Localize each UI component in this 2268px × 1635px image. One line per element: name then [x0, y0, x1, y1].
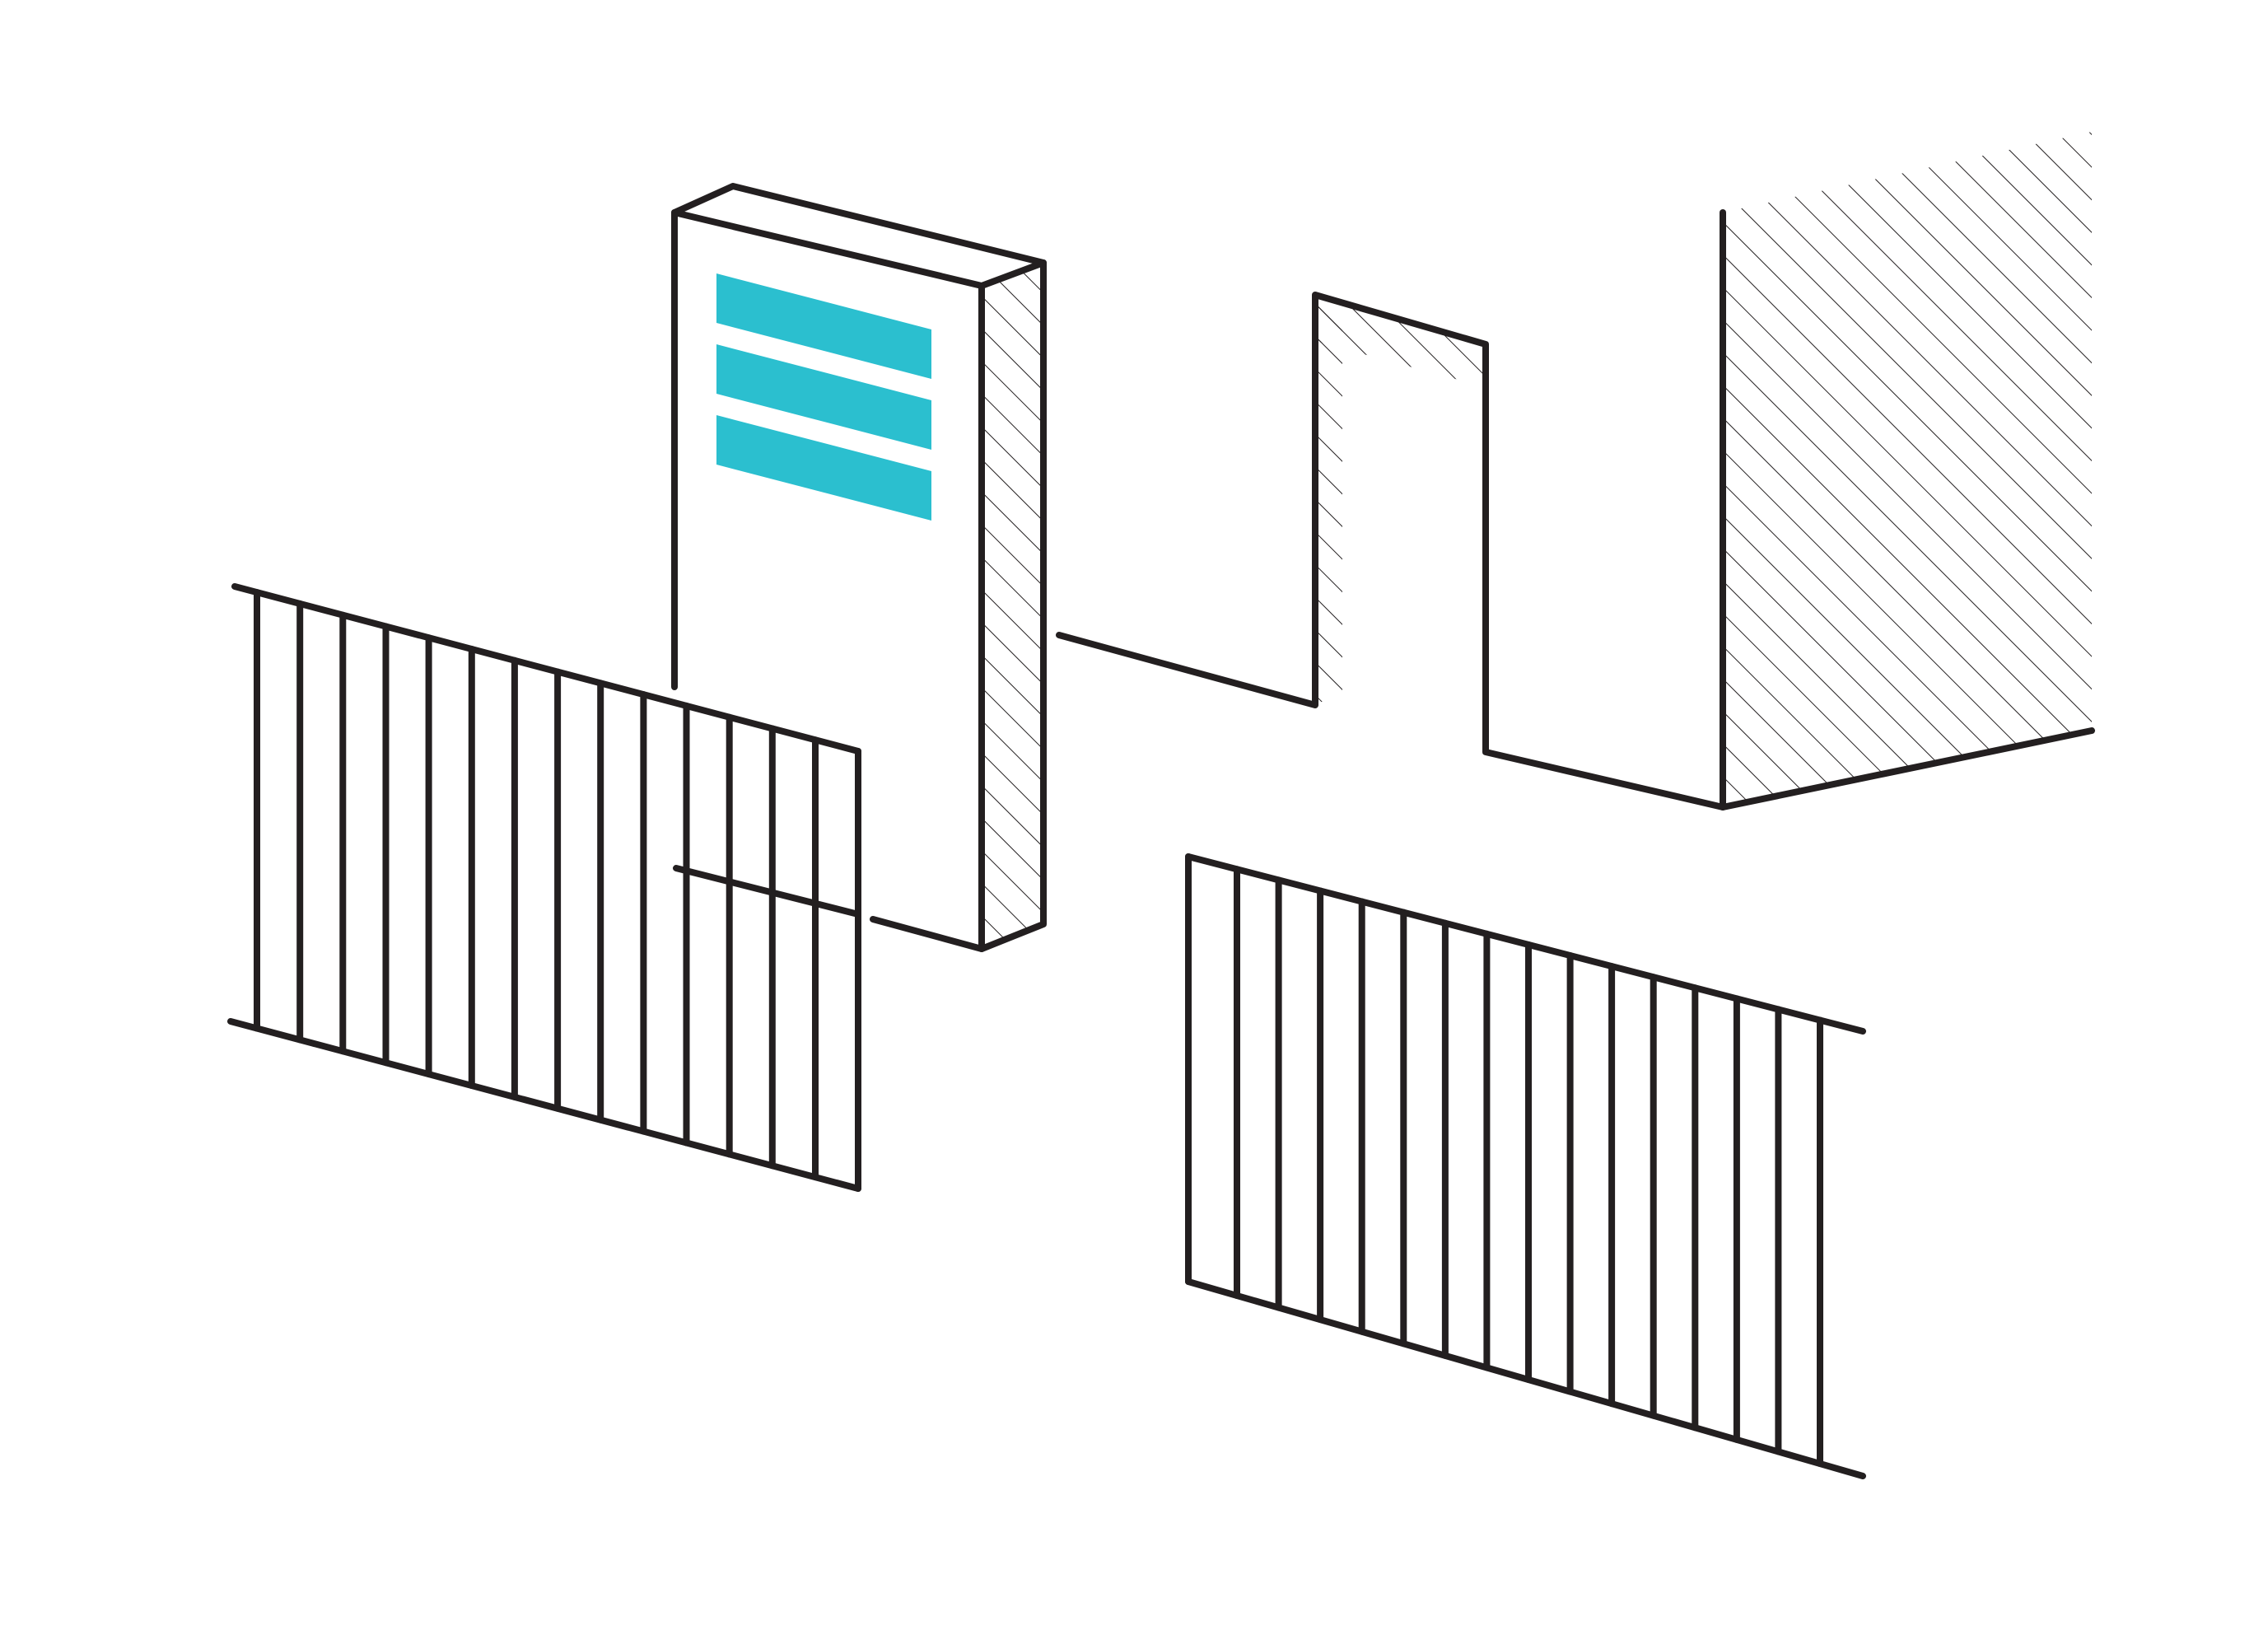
pillar-base-line: [870, 916, 985, 952]
sign-stripe-top: [716, 273, 931, 379]
doorway-outline: [1056, 292, 2095, 810]
tall-wall: [1720, 132, 2092, 810]
pillar-side-hatch: [982, 263, 1043, 949]
tall-wall-hatch: [1723, 132, 2092, 807]
right-railing: [1185, 853, 1866, 1479]
sign-stripe-middle: [716, 344, 931, 450]
sign-stripe-bottom: [716, 415, 931, 521]
left-railing-mid-rail: [673, 865, 861, 918]
left-railing-balusters: [254, 589, 819, 1181]
left-railing-bottom-rail: [227, 1018, 861, 1192]
doorway-wall: [1056, 292, 2095, 810]
left-railing: [227, 583, 861, 1192]
right-railing-balusters: [1234, 866, 1823, 1467]
doorway-jamb-hatch: [1315, 298, 1342, 705]
sign-pillar: [671, 183, 1047, 952]
pillar-sign-stripes: [716, 273, 931, 521]
doorway-lintel-hatch: [1315, 298, 1486, 387]
pillar-front-edge: [978, 259, 1047, 952]
left-railing-top-rail: [231, 583, 861, 754]
